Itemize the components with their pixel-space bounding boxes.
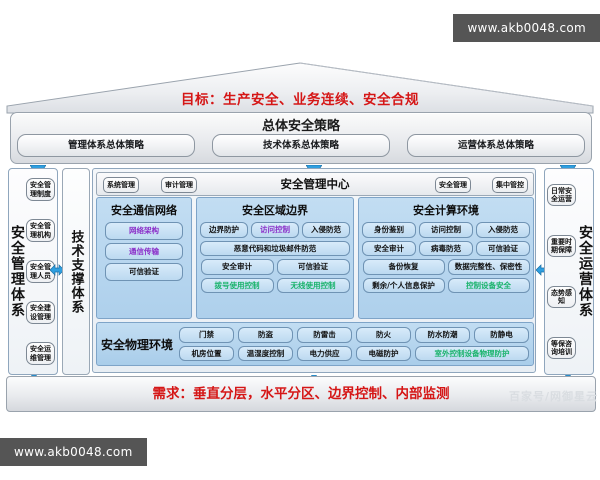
- strategy-box-technical[interactable]: 技术体系总体策略: [212, 133, 390, 157]
- chip-fire-protection[interactable]: 防火: [356, 327, 411, 343]
- requirement-banner: 需求：垂直分层，水平分区、边界控制、内部监测: [6, 376, 596, 412]
- chip-server-room-location[interactable]: 机房位置: [179, 345, 234, 361]
- chip-network-architecture[interactable]: 网络架构: [105, 222, 183, 240]
- watermark-top: www.akb0048.com: [453, 14, 600, 42]
- chip-residual-personal-info-protection[interactable]: 剩余/个人信息保护: [362, 277, 445, 293]
- right-pillar-item-3[interactable]: 等保咨询培训: [547, 337, 576, 360]
- tech-support-pillar: 技术支撑体系: [62, 168, 90, 375]
- security-management-center: 安全管理中心 系统管理 审计管理 安全管理 集中管控: [96, 172, 534, 196]
- chip-identity-authentication[interactable]: 身份鉴别: [362, 222, 416, 238]
- management-center-title: 安全管理中心: [280, 177, 350, 191]
- chip-outdoor-control-device-protection[interactable]: 室外控制设备物理防护: [415, 345, 529, 361]
- chip-dialup-usage-control[interactable]: 拨号使用控制: [200, 277, 274, 293]
- chip-backup-recovery[interactable]: 备份恢复: [362, 259, 445, 275]
- chip-control-device-security[interactable]: 控制设备安全: [447, 277, 530, 293]
- goal-title: 目标：生产安全、业务连续、安全合规: [181, 92, 419, 108]
- chip-malicious-code-spam-prevention[interactable]: 恶意代码和垃圾邮件防范: [200, 240, 350, 256]
- chip-antistatic[interactable]: 防静电: [474, 327, 529, 343]
- right-pillar-item-1[interactable]: 重要时期保障: [547, 234, 576, 257]
- chip-access-control-boundary[interactable]: 访问控制: [251, 222, 299, 238]
- three-column-group: 安全通信网络 网络架构 通信传输 可信验证 安全区域边界 边界防护 访问控制 入…: [96, 197, 534, 319]
- chip-trusted-verification-boundary[interactable]: 可信验证: [276, 259, 350, 275]
- left-pillar-item-0[interactable]: 安全管理制度: [26, 178, 55, 201]
- strategy-box-operations[interactable]: 运营体系总体策略: [407, 133, 585, 157]
- chip-intrusion-prevention-boundary[interactable]: 入侵防范: [301, 222, 350, 238]
- strategy-box-management[interactable]: 管理体系总体策略: [17, 133, 195, 157]
- column-2-chips: 身份鉴别 访问控制 入侵防范 安全审计 病毒防范 可信验证 备份恢复 数据完整性…: [362, 222, 530, 293]
- chip-power-supply[interactable]: 电力供应: [297, 345, 352, 361]
- chip-lightning-protection[interactable]: 防雷击: [297, 327, 352, 343]
- chip-water-moisture-protection[interactable]: 防水防潮: [415, 327, 470, 343]
- left-pillar-item-4[interactable]: 安全运维管理: [26, 342, 55, 365]
- chip-boundary-protection[interactable]: 边界防护: [200, 222, 248, 238]
- overall-strategy-panel: 总体安全策略 管理体系总体策略 技术体系总体策略 运营体系总体策略: [10, 112, 592, 164]
- mc-chip-system-management[interactable]: 系统管理: [103, 177, 139, 193]
- column-secure-computing-environment: 安全计算环境 身份鉴别 访问控制 入侵防范 安全审计 病毒防范 可信验证 备份恢…: [358, 197, 534, 319]
- column-1-title: 安全区域边界: [242, 204, 308, 217]
- chip-wireless-usage-control[interactable]: 无线使用控制: [276, 277, 350, 293]
- mc-chip-security-management[interactable]: 安全管理: [435, 177, 471, 193]
- overall-strategy-title: 总体安全策略: [261, 119, 340, 134]
- column-2-title: 安全计算环境: [413, 204, 479, 217]
- right-pillar-item-0[interactable]: 日常安全运营: [547, 183, 576, 206]
- column-secure-area-boundary: 安全区域边界 边界防护 访问控制 入侵防范 恶意代码和垃圾邮件防范 安全审计 可…: [196, 197, 354, 319]
- chip-access-control-compute[interactable]: 访问控制: [419, 222, 473, 238]
- chip-intrusion-prevention-compute[interactable]: 入侵防范: [475, 222, 530, 238]
- chip-trusted-verification-net[interactable]: 可信验证: [105, 263, 183, 281]
- requirement-text: 需求：垂直分层，水平分区、边界控制、内部监测: [152, 386, 450, 402]
- right-pillar-security-operations-system: 安全运营体系 日常安全运营 重要时期保障 态势感知 等保咨询培训: [544, 168, 594, 375]
- chip-data-integrity-confidentiality[interactable]: 数据完整性、保密性: [447, 259, 530, 275]
- mc-chip-centralized-control[interactable]: 集中管控: [492, 177, 528, 193]
- left-pillar-label: 安全管理体系: [9, 225, 25, 318]
- chip-security-audit-boundary[interactable]: 安全审计: [200, 259, 274, 275]
- secure-physical-environment: 安全物理环境 门禁 防盗 防雷击 防火 防水防潮 防静电 机房位置 温湿度控制 …: [96, 322, 534, 366]
- tech-support-label: 技术支撑体系: [68, 229, 84, 314]
- right-pillar-item-2[interactable]: 态势感知: [547, 286, 576, 309]
- column-0-title: 安全通信网络: [111, 204, 177, 217]
- right-pillar-label: 安全运营体系: [577, 225, 593, 318]
- chip-electromagnetic-protection[interactable]: 电磁防护: [356, 345, 411, 361]
- column-1-chips: 边界防护 访问控制 入侵防范 恶意代码和垃圾邮件防范 安全审计 可信验证 拨号使…: [200, 222, 350, 293]
- chip-access-door-control[interactable]: 门禁: [179, 327, 234, 343]
- column-secure-communication-network: 安全通信网络 网络架构 通信传输 可信验证: [96, 197, 192, 319]
- chip-security-audit-compute[interactable]: 安全审计: [362, 240, 416, 256]
- chip-trusted-verification-compute[interactable]: 可信验证: [475, 240, 530, 256]
- chip-temperature-humidity-control[interactable]: 温湿度控制: [238, 345, 293, 361]
- watermark-faint: 百家号/网御星云: [508, 390, 598, 403]
- chip-virus-prevention[interactable]: 病毒防范: [419, 240, 473, 256]
- right-pillar-items: 日常安全运营 重要时期保障 态势感知 等保咨询培训: [545, 166, 578, 377]
- left-pillar-item-3[interactable]: 安全建设管理: [26, 301, 55, 324]
- column-0-chips: 网络架构 通信传输 可信验证: [100, 222, 188, 281]
- roof-shape: 目标：生产安全、业务连续、安全合规: [6, 62, 594, 114]
- physical-title: 安全物理环境: [101, 337, 174, 352]
- watermark-bottom: www.akb0048.com: [0, 438, 147, 466]
- technical-body-frame: 安全管理中心 系统管理 审计管理 安全管理 集中管控 安全通信网络 网络架构 通…: [92, 168, 536, 373]
- left-pillar-item-1[interactable]: 安全管理机构: [26, 219, 55, 242]
- mc-chip-audit-management[interactable]: 审计管理: [161, 177, 197, 193]
- chip-communication-transmission[interactable]: 通信传输: [105, 242, 183, 260]
- connector-left-right-arrow: [49, 262, 65, 278]
- chip-anti-theft[interactable]: 防盗: [238, 327, 293, 343]
- strategy-box-row: 管理体系总体策略 技术体系总体策略 运营体系总体策略: [17, 133, 585, 157]
- physical-chip-grid: 门禁 防盗 防雷击 防火 防水防潮 防静电 机房位置 温湿度控制 电力供应 电磁…: [179, 327, 529, 361]
